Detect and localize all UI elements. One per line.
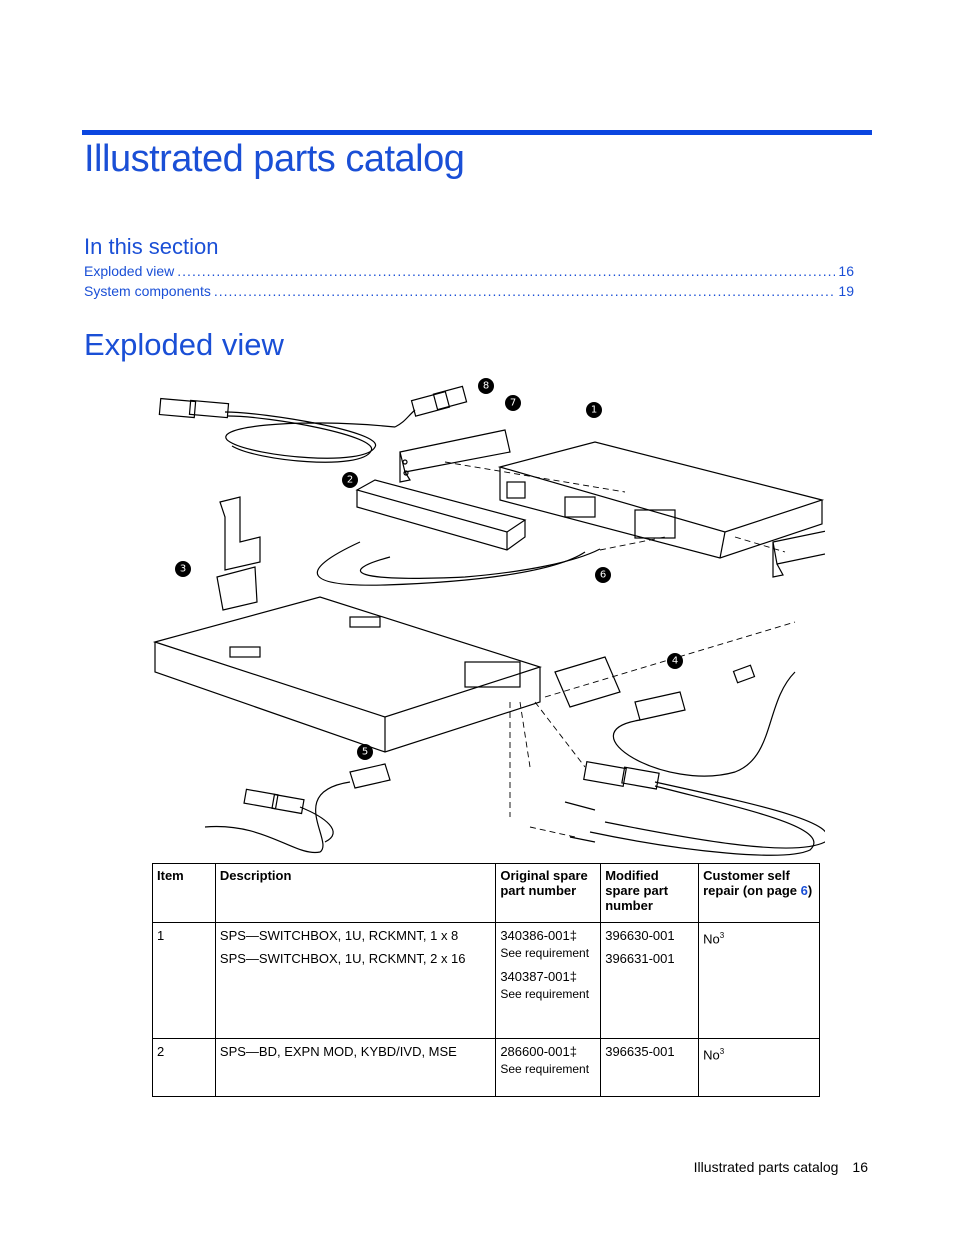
table-row: 1 SPS—SWITCHBOX, 1U, RCKMNT, 1 x 8 SPS—S… xyxy=(152,922,820,1039)
parts-table: Item Description Original spare part num… xyxy=(152,863,820,1097)
section-title: Exploded view xyxy=(84,327,284,362)
usb-adapter xyxy=(634,691,686,721)
cell-original: 286600-001‡ See requirement xyxy=(495,1038,602,1097)
toc-entry-label: Exploded view xyxy=(84,263,175,279)
toc-entry-exploded-view[interactable]: Exploded view 16 xyxy=(84,263,854,283)
part-number: 396630-001 xyxy=(605,928,675,943)
toc: Exploded view 16 System components 19 xyxy=(84,263,854,303)
mounting-bracket xyxy=(219,496,261,571)
ps2-adapter xyxy=(349,763,391,789)
col-header-original: Original spare part number xyxy=(495,863,602,923)
toc-leader xyxy=(177,263,835,279)
chapter-title: Illustrated parts catalog xyxy=(84,138,465,180)
callout-8: 8 xyxy=(478,378,494,394)
cell-csr: No3 xyxy=(698,1038,820,1097)
description-line: SPS—BD, EXPN MOD, KYBD/IVD, MSE xyxy=(219,1044,457,1059)
cell-item: 1 xyxy=(152,922,216,1039)
part-number: 396631-001 xyxy=(605,951,675,966)
svg-text:7: 7 xyxy=(510,398,516,409)
footer-section: Illustrated parts catalog xyxy=(693,1159,839,1175)
toc-entry-label: System components xyxy=(84,283,211,299)
csr-footnote: 3 xyxy=(719,931,725,940)
cell-item: 2 xyxy=(152,1038,216,1097)
svg-text:5: 5 xyxy=(362,747,368,758)
csr-footnote: 3 xyxy=(719,1047,725,1056)
col-header-item: Item xyxy=(152,863,216,923)
callout-3: 3 xyxy=(175,561,191,577)
toc-entry-system-components[interactable]: System components 19 xyxy=(84,283,854,303)
callout-2: 2 xyxy=(342,472,358,488)
csr-page-link[interactable]: 6 xyxy=(800,883,808,898)
part-note: See requirement xyxy=(500,946,590,960)
toc-leader xyxy=(214,283,836,299)
part-number: 340387-001‡ xyxy=(500,969,577,984)
top-rule xyxy=(82,130,872,135)
csr-value: No xyxy=(703,1047,720,1063)
part-number: 396635-001 xyxy=(605,1044,675,1059)
part-number: 286600-001‡ xyxy=(500,1044,577,1059)
svg-text:4: 4 xyxy=(672,656,678,667)
in-this-section-heading: In this section xyxy=(84,234,219,259)
table-header-row: Item Description Original spare part num… xyxy=(152,863,820,923)
cell-csr: No3 xyxy=(698,922,820,1039)
vga-connector xyxy=(158,397,197,419)
svg-text:8: 8 xyxy=(483,381,489,392)
part-note: See requirement xyxy=(500,1062,590,1076)
csr-header-text: Customer self repair (on page xyxy=(703,868,801,898)
description-line: SPS—SWITCHBOX, 1U, RCKMNT, 2 x 16 xyxy=(219,951,466,966)
callout-7: 7 xyxy=(505,395,521,411)
switchbox xyxy=(497,441,825,533)
cell-description: SPS—SWITCHBOX, 1U, RCKMNT, 1 x 8 SPS—SWI… xyxy=(214,922,497,1039)
col-header-modified: Modified spare part number xyxy=(600,863,700,923)
csr-header-suffix: ) xyxy=(807,883,813,898)
cell-modified: 396635-001 xyxy=(600,1038,700,1097)
callout-5: 5 xyxy=(357,744,373,760)
server-chassis xyxy=(152,596,542,718)
rack-bracket xyxy=(399,429,511,473)
footer-page-number: 16 xyxy=(852,1159,868,1175)
callout-1: 1 xyxy=(586,402,602,418)
exploded-view-figure: 8 7 1 2 3 6 7 7 4 5 xyxy=(152,378,825,856)
toc-entry-page: 19 xyxy=(838,283,854,299)
cell-description: SPS—BD, EXPN MOD, KYBD/IVD, MSE xyxy=(214,1038,497,1097)
table-row: 2 SPS—BD, EXPN MOD, KYBD/IVD, MSE 286600… xyxy=(152,1038,820,1097)
callout-4: 4 xyxy=(667,653,683,669)
cell-modified: 396630-001 396631-001 xyxy=(600,922,700,1039)
page-footer: Illustrated parts catalog 16 xyxy=(694,1159,868,1175)
callout-6: 6 xyxy=(595,567,611,583)
csr-value: No xyxy=(703,931,720,947)
toc-entry-page: 16 xyxy=(838,263,854,279)
cell-original: 340386-001‡ See requirement 340387-001‡ Se… xyxy=(495,922,602,1039)
description-line: SPS—SWITCHBOX, 1U, RCKMNT, 1 x 8 xyxy=(219,928,459,943)
vga-cable xyxy=(224,411,396,459)
col-header-csr: Customer self repair (on page 6) xyxy=(698,863,820,923)
col-header-description: Description xyxy=(214,863,497,923)
part-note: See requirement xyxy=(500,987,590,1001)
svg-text:3: 3 xyxy=(180,564,186,575)
svg-text:6: 6 xyxy=(600,570,606,581)
part-number: 340386-001‡ xyxy=(500,928,577,943)
svg-text:1: 1 xyxy=(591,405,597,416)
svg-text:2: 2 xyxy=(347,475,353,486)
